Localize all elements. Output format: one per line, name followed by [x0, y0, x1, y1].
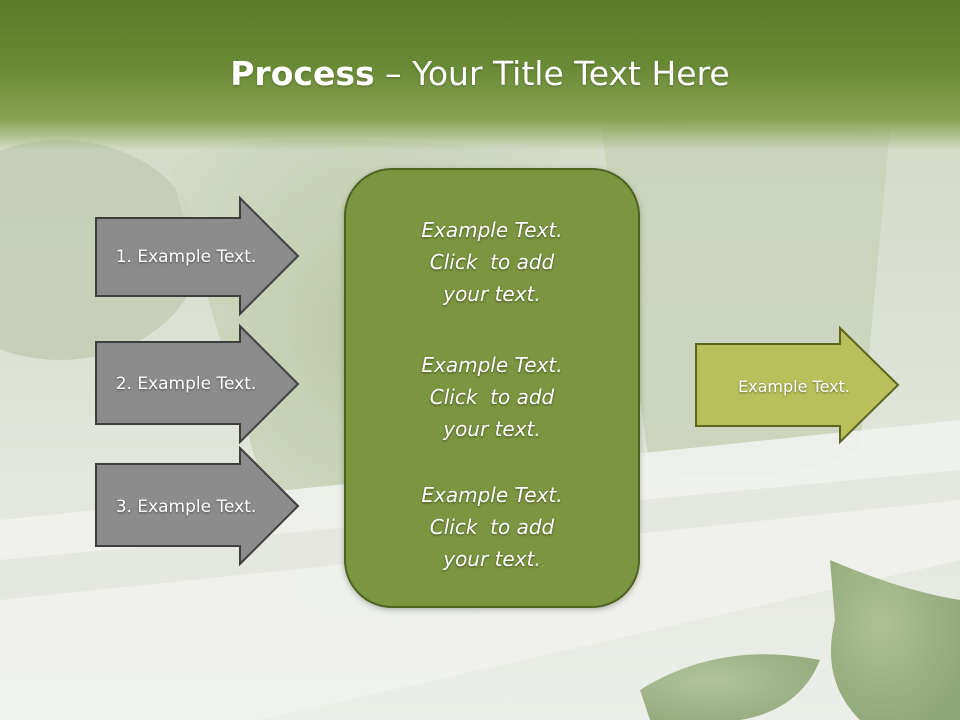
step-label: 1. Example Text.	[115, 247, 257, 267]
step-arrow-2: 2. Example Text.	[95, 323, 300, 445]
center-text-line: Click to add	[429, 385, 555, 409]
center-text-line: Click to add	[429, 250, 555, 274]
center-text-line: Example Text.	[421, 218, 563, 242]
center-text-line: Example Text.	[421, 353, 563, 377]
center-text-block-2: Example Text. Click to add your text.	[346, 349, 638, 445]
slide-title: Process – Your Title Text Here	[0, 52, 960, 96]
header-band	[0, 0, 960, 150]
step-label: 2. Example Text.	[115, 374, 257, 394]
step-arrow-3: 3. Example Text.	[95, 445, 300, 567]
step-arrow-1: 1. Example Text.	[95, 195, 300, 317]
center-text-block-3: Example Text. Click to add your text.	[346, 479, 638, 575]
center-process-box: Example Text. Click to add your text. Ex…	[344, 168, 640, 608]
title-bold: Process	[230, 54, 375, 93]
center-text-line: your text.	[443, 282, 541, 306]
step-label: 3. Example Text.	[115, 497, 257, 517]
arrow-shape	[95, 323, 300, 445]
center-text-block-1: Example Text. Click to add your text.	[346, 214, 638, 310]
result-arrow: Example Text.	[695, 325, 900, 445]
arrow-shape	[95, 195, 300, 317]
arrow-shape	[95, 445, 300, 567]
center-text-line: Click to add	[429, 515, 555, 539]
result-label: Example Text.	[738, 376, 850, 396]
arrow-shape	[695, 325, 900, 445]
center-text-line: Example Text.	[421, 483, 563, 507]
center-text-line: your text.	[443, 417, 541, 441]
title-rest: – Your Title Text Here	[374, 54, 730, 93]
center-text-line: your text.	[443, 547, 541, 571]
